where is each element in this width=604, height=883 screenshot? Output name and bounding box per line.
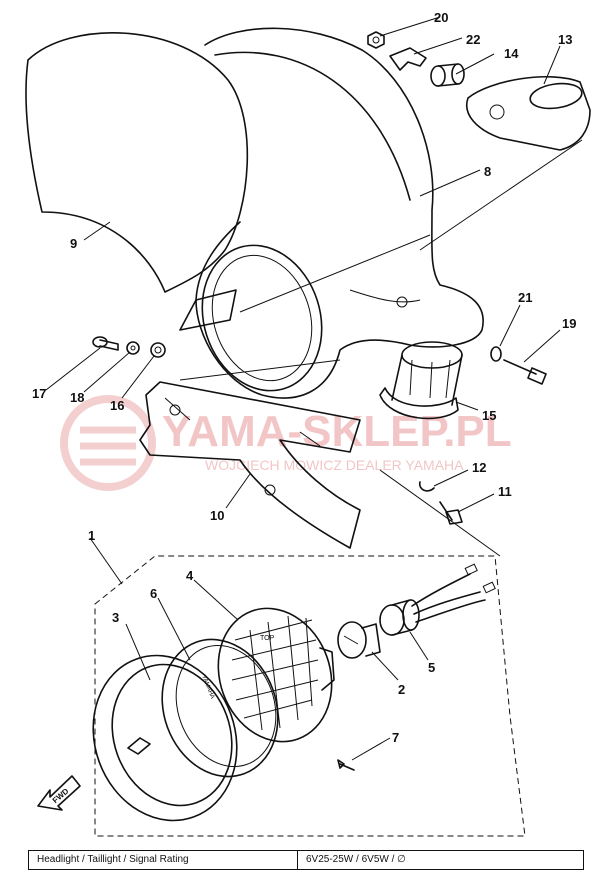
ring-part-6 bbox=[161, 638, 279, 778]
lens-brand-text: YAMAHA bbox=[200, 675, 215, 700]
lens-top-text: TOP bbox=[260, 635, 275, 642]
callout-4: 4 bbox=[186, 568, 194, 583]
nut-part-20 bbox=[367, 31, 385, 49]
callout-2: 2 bbox=[398, 682, 405, 697]
watermark-logo-ring bbox=[60, 395, 156, 491]
callout-1: 1 bbox=[88, 528, 95, 543]
headlight-housing-part-8 bbox=[179, 27, 484, 399]
watermark-subtext: WOJCIECH MOWICZ DEALER YAMAHA bbox=[205, 457, 464, 473]
rating-value: 6V25-25W / 6V5W / ∅ bbox=[306, 854, 406, 865]
screw-part-7 bbox=[337, 759, 355, 771]
callout-13: 13 bbox=[558, 32, 572, 47]
collar-part-14 bbox=[430, 63, 465, 87]
watermark-text: YAMA-SKLEP.PL bbox=[162, 407, 512, 456]
callout-7: 7 bbox=[392, 730, 399, 745]
wire-harness bbox=[411, 563, 496, 623]
callout-5: 5 bbox=[428, 660, 435, 675]
callout-10: 10 bbox=[210, 508, 224, 523]
washer-part-16 bbox=[150, 342, 166, 358]
visor-part-9 bbox=[25, 31, 249, 293]
watermark-logo-bars bbox=[80, 426, 136, 466]
callout-12: 12 bbox=[472, 460, 486, 475]
callout-labels: 20 22 14 13 8 9 21 19 17 18 16 15 12 11 … bbox=[32, 10, 576, 745]
watermark: YAMA-SKLEP.PL WOJCIECH MOWICZ DEALER YAM… bbox=[60, 395, 512, 491]
lens-unit-part-4: TOP YAMAHA bbox=[200, 607, 335, 743]
callout-6: 6 bbox=[150, 586, 157, 601]
bulb-part-2 bbox=[337, 621, 381, 659]
callout-16: 16 bbox=[110, 398, 124, 413]
rating-table: Headlight / Taillight / Signal Rating 6V… bbox=[28, 850, 584, 870]
callout-14: 14 bbox=[504, 46, 519, 61]
leader-lines bbox=[45, 16, 583, 761]
callout-8: 8 bbox=[484, 164, 491, 179]
callout-3: 3 bbox=[112, 610, 119, 625]
screw-part-11 bbox=[439, 501, 463, 525]
rim-part-3 bbox=[92, 654, 238, 822]
callout-19: 19 bbox=[562, 316, 576, 331]
callout-21: 21 bbox=[518, 290, 532, 305]
bolt-part-17 bbox=[92, 336, 119, 351]
callout-20: 20 bbox=[434, 10, 448, 25]
callout-17: 17 bbox=[32, 386, 46, 401]
washer-part-18 bbox=[126, 341, 140, 355]
socket-holder-part-15 bbox=[379, 341, 463, 420]
callout-15: 15 bbox=[482, 408, 496, 423]
clip-part-12 bbox=[418, 481, 435, 492]
callout-9: 9 bbox=[70, 236, 77, 251]
callout-11: 11 bbox=[498, 484, 512, 499]
rating-label: Headlight / Taillight / Signal Rating bbox=[29, 851, 298, 869]
mounting-bracket-part-10 bbox=[139, 381, 361, 549]
socket-part-5 bbox=[379, 599, 420, 636]
fwd-label: FWD bbox=[51, 786, 71, 805]
clamp-part-22 bbox=[389, 47, 427, 71]
washer-part-21 bbox=[490, 346, 502, 362]
callout-18: 18 bbox=[70, 390, 84, 405]
fwd-arrow: FWD bbox=[37, 775, 81, 811]
callout-22: 22 bbox=[466, 32, 480, 47]
bracket-part-13 bbox=[465, 76, 591, 151]
screw-part-19 bbox=[503, 359, 547, 385]
